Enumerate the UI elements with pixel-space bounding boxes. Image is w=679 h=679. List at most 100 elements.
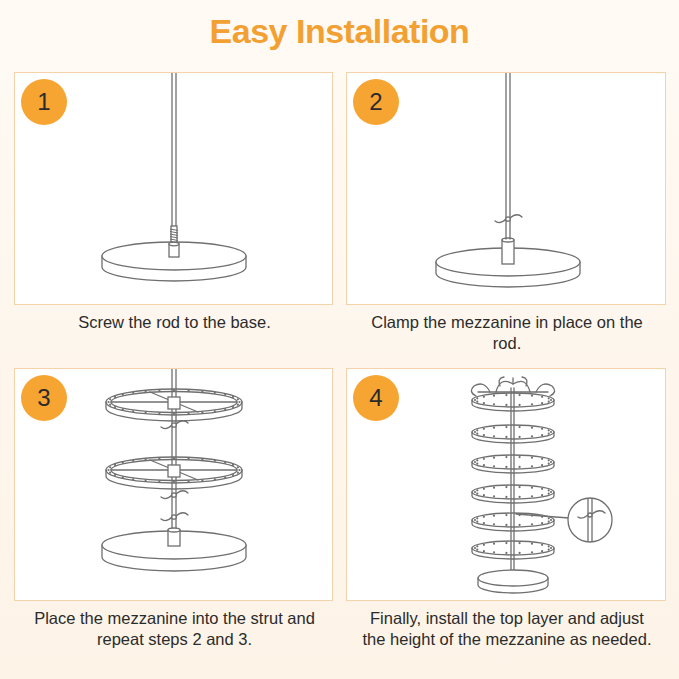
ring-hole bbox=[518, 456, 520, 458]
ring-hole bbox=[505, 486, 507, 488]
ring-hole bbox=[493, 515, 495, 517]
step-number-badge: 1 bbox=[21, 79, 67, 125]
ring-hole bbox=[483, 516, 485, 518]
tower-ring bbox=[472, 485, 554, 503]
ring-hole bbox=[548, 549, 550, 551]
ring-hole bbox=[493, 523, 495, 525]
ring-hole bbox=[531, 515, 533, 517]
ring-hole bbox=[201, 480, 203, 482]
ring-hole bbox=[531, 487, 533, 489]
ring-hole bbox=[548, 459, 550, 461]
ring-hole bbox=[550, 431, 552, 433]
ring-hole bbox=[531, 523, 533, 525]
ring-hole bbox=[505, 436, 507, 438]
ring-hole bbox=[505, 542, 507, 544]
step-number-badge: 2 bbox=[353, 79, 399, 125]
ring-hole bbox=[144, 480, 146, 482]
ring-hole bbox=[531, 495, 533, 497]
ring-hole bbox=[550, 519, 552, 521]
step-panel: Finally, install the top layer and adjus… bbox=[346, 368, 666, 601]
ring-hole bbox=[187, 412, 189, 414]
ring-hole bbox=[132, 410, 134, 412]
ring-hole bbox=[550, 491, 552, 493]
ring-hole bbox=[483, 428, 485, 430]
ring-hole bbox=[474, 399, 476, 401]
ring-hole bbox=[476, 489, 478, 491]
ring-hole bbox=[548, 517, 550, 519]
ring-hole bbox=[518, 466, 520, 468]
step-panel: Screw the rod to the base.1 bbox=[14, 72, 333, 305]
ring-hole bbox=[114, 406, 116, 408]
ring-hole bbox=[541, 458, 543, 460]
ring-hole bbox=[531, 403, 533, 405]
ring-hole bbox=[518, 404, 520, 406]
ring-hole bbox=[541, 516, 543, 518]
ring-hole bbox=[548, 463, 550, 465]
ring-hole bbox=[476, 397, 478, 399]
tower-ring bbox=[472, 393, 554, 411]
ring-hole bbox=[505, 496, 507, 498]
ring-hole bbox=[505, 552, 507, 554]
ring-hole bbox=[476, 545, 478, 547]
ring-hole bbox=[483, 434, 485, 436]
ring-hole bbox=[531, 435, 533, 437]
ring-hole bbox=[505, 404, 507, 406]
ring-hole bbox=[214, 410, 216, 412]
ring-hole bbox=[132, 460, 134, 462]
thread-line bbox=[170, 232, 178, 234]
ring-hole bbox=[144, 458, 146, 460]
ring-hole bbox=[476, 459, 478, 461]
ring-hole bbox=[483, 464, 485, 466]
ring-hole bbox=[187, 480, 189, 482]
step-caption: Finally, install the top layer and adjus… bbox=[362, 608, 652, 650]
ring-hole bbox=[232, 406, 234, 408]
ring-hole bbox=[232, 396, 234, 398]
ring-hole bbox=[237, 472, 239, 474]
ring-hole bbox=[505, 514, 507, 516]
ring-hole bbox=[214, 392, 216, 394]
ring-hole bbox=[114, 464, 116, 466]
ring-hole bbox=[541, 396, 543, 398]
ring-hole bbox=[483, 494, 485, 496]
ring-hole bbox=[541, 402, 543, 404]
ring-hole bbox=[232, 464, 234, 466]
ring-hole bbox=[505, 524, 507, 526]
panel-ground bbox=[346, 72, 666, 305]
ring-hole bbox=[144, 390, 146, 392]
ring-hole bbox=[548, 521, 550, 523]
ring-hole bbox=[531, 465, 533, 467]
ring-hole bbox=[483, 550, 485, 552]
ring-hole bbox=[493, 395, 495, 397]
ring-hole bbox=[518, 552, 520, 554]
ring-hole bbox=[541, 494, 543, 496]
panel-ground bbox=[346, 368, 666, 601]
ring-hole bbox=[518, 514, 520, 516]
ring-hole bbox=[122, 476, 124, 478]
assembled-tower bbox=[471, 377, 612, 593]
thread-line bbox=[170, 237, 178, 239]
step-caption: Clamp the mezzanine in place on the rod. bbox=[362, 312, 652, 354]
ring-hole bbox=[144, 412, 146, 414]
ring-hole bbox=[541, 522, 543, 524]
ring-hole bbox=[483, 396, 485, 398]
step-number-badge: 3 bbox=[21, 375, 67, 421]
ring-hole bbox=[158, 412, 160, 414]
ring-hole bbox=[173, 457, 175, 459]
ring-hole bbox=[132, 392, 134, 394]
ring-hole bbox=[518, 426, 520, 428]
ring-hole bbox=[474, 519, 476, 521]
rod-and-base-step1 bbox=[102, 73, 246, 281]
ring-hole bbox=[493, 465, 495, 467]
ring-hole bbox=[224, 476, 226, 478]
rod-rings-base-step3 bbox=[102, 369, 246, 571]
thread-line bbox=[170, 234, 178, 236]
ring-hole bbox=[224, 394, 226, 396]
title: Easy Installation bbox=[0, 12, 679, 51]
ring-hole bbox=[474, 461, 476, 463]
ring-hole bbox=[493, 487, 495, 489]
ring-hole bbox=[483, 544, 485, 546]
ring-hole bbox=[201, 390, 203, 392]
ring-hole bbox=[109, 472, 111, 474]
